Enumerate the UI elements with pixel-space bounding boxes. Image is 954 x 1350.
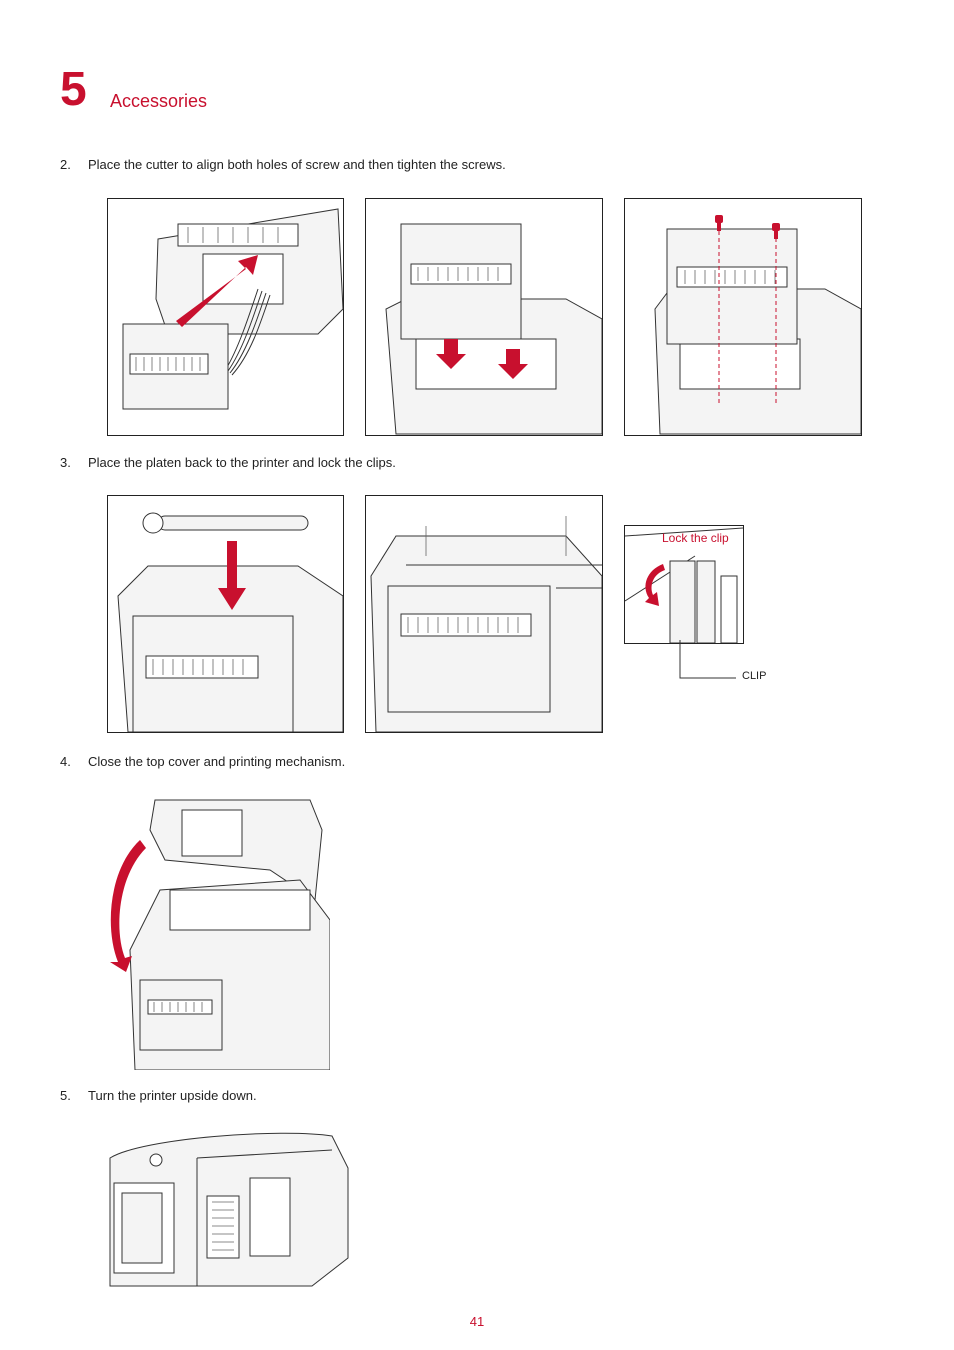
page-number: 41 <box>469 1314 485 1329</box>
clip-label: CLIP <box>742 670 767 682</box>
step-text: Place the platen back to the printer and… <box>88 455 396 470</box>
clip-leader-line <box>679 640 736 679</box>
step-number: 5. <box>60 1088 71 1103</box>
figure-platen-clips <box>365 495 603 733</box>
step-5-instruction: 5. Turn the printer upside down. <box>60 1088 257 1103</box>
step-number: 4. <box>60 754 71 769</box>
figure-cutter-insert <box>107 198 344 436</box>
lock-clip-label: Lock the clip <box>662 531 729 545</box>
figure-printer-upside-down <box>102 1128 352 1288</box>
step-text: Close the top cover and printing mechani… <box>88 754 346 769</box>
step-2-instruction: 2. Place the cutter to align both holes o… <box>60 157 506 172</box>
figure-cutter-place <box>365 198 603 436</box>
step-4-instruction: 4. Close the top cover and printing mecha… <box>60 754 345 769</box>
figure-close-cover <box>100 790 330 1070</box>
step-number: 3. <box>60 455 71 470</box>
step-number: 2. <box>60 157 71 172</box>
figure-lock-clip-detail <box>624 525 744 644</box>
step-text: Place the cutter to align both holes of … <box>88 157 506 172</box>
chapter-title: Accessories <box>110 91 208 111</box>
figure-platen-insert <box>107 495 344 733</box>
chapter-number: 5 <box>60 63 87 116</box>
step-3-instruction: 3. Place the platen back to the printer a… <box>60 455 396 470</box>
step-text: Turn the printer upside down. <box>88 1088 257 1103</box>
figure-cutter-screws <box>624 198 862 436</box>
